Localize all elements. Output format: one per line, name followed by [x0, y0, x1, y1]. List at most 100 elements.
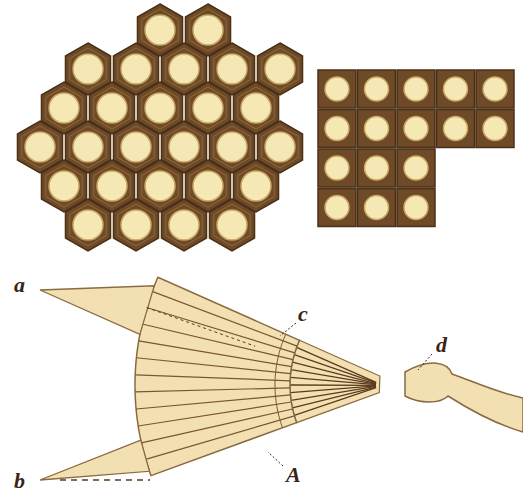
facet-lens: [193, 171, 223, 201]
light-cone: [40, 286, 154, 335]
square-facet: [318, 149, 356, 187]
part-letter: A: [286, 464, 301, 486]
part-letter: b: [14, 470, 25, 492]
layer-boundary: [275, 334, 286, 428]
hex-facet: [113, 199, 158, 251]
hex-facet-rim: [214, 126, 250, 168]
ray-line: [147, 308, 256, 347]
hex-facet-rim: [214, 204, 250, 246]
facet-lens: [444, 77, 468, 101]
nerve-fibre: [292, 362, 376, 383]
facet-lens: [265, 54, 295, 84]
facet-lens: [365, 156, 389, 180]
square-facet: [437, 110, 475, 148]
hex-facet: [65, 199, 110, 251]
nerve-fibre: [291, 386, 376, 400]
hex-facet-rim: [70, 126, 106, 168]
hexagonal-facets: [17, 4, 302, 251]
optic-nerve: [405, 363, 523, 432]
square-facet: [318, 189, 356, 227]
facet-lens: [25, 132, 55, 162]
crystalline-layer: [135, 277, 300, 475]
facet-lens: [217, 132, 247, 162]
facet-lens: [169, 54, 199, 84]
facet-lens: [49, 93, 79, 123]
facet-lens: [73, 210, 103, 240]
facet-lens: [404, 117, 428, 141]
facet-lens: [97, 171, 127, 201]
hex-facet-rim: [142, 165, 178, 207]
facet-lens: [145, 93, 175, 123]
part-letter: a: [14, 274, 25, 296]
nerve-fibre: [297, 347, 377, 382]
leader-line: [418, 354, 432, 370]
facet-lens: [49, 171, 79, 201]
part-letter: c: [298, 303, 308, 325]
square-facet: [397, 189, 435, 227]
hex-facet-rim: [94, 87, 130, 129]
facet-lens: [365, 196, 389, 220]
leader-line: [280, 323, 296, 336]
square-facet: [397, 110, 435, 148]
hex-facet-rim: [166, 126, 202, 168]
hex-facet-rim: [214, 48, 250, 90]
facet-lens: [73, 54, 103, 84]
square-facet: [437, 70, 475, 108]
hex-facet-rim: [262, 48, 298, 90]
ommatidium-wall: [135, 388, 290, 392]
facet-lens: [404, 77, 428, 101]
ommatidium-wall: [136, 395, 290, 409]
fibre-bundle: [290, 340, 380, 422]
facet-lens: [169, 132, 199, 162]
facet-lens: [365, 117, 389, 141]
facet-lens: [193, 15, 223, 45]
hex-facet-rim: [166, 204, 202, 246]
hex-facet-rim: [70, 48, 106, 90]
nerve-fibre: [290, 386, 376, 393]
square-facet: [318, 70, 356, 108]
square-facet: [358, 149, 396, 187]
facet-lens: [325, 156, 349, 180]
hex-facet-rim: [118, 204, 154, 246]
hex-facet: [161, 199, 206, 251]
part-letter: d: [436, 334, 447, 356]
square-facet: [476, 70, 514, 108]
ommatidium-wall: [138, 402, 291, 426]
facet-lens: [325, 196, 349, 220]
nerve-fibre: [290, 384, 376, 386]
hex-facet-rim: [46, 87, 82, 129]
facet-lens: [404, 156, 428, 180]
hex-facet-rim: [22, 126, 58, 168]
facet-lens: [193, 93, 223, 123]
facet-lens: [121, 132, 151, 162]
hex-facet-rim: [142, 9, 178, 51]
hex-facet-rim: [118, 126, 154, 168]
ommatidium-wall: [152, 291, 297, 346]
facet-lens: [325, 77, 349, 101]
facet-lens: [483, 77, 507, 101]
facet-lens: [97, 93, 127, 123]
facet-lens: [265, 132, 295, 162]
hex-facet-rim: [142, 87, 178, 129]
ommatidium-wall: [147, 308, 295, 353]
facet-lens: [217, 54, 247, 84]
hex-facet-rim: [238, 165, 274, 207]
facet-lens: [404, 196, 428, 220]
facet-lens: [73, 132, 103, 162]
facet-lens: [444, 117, 468, 141]
square-facet: [358, 189, 396, 227]
facet-lens: [169, 210, 199, 240]
facet-lens: [483, 117, 507, 141]
ommatidium-wall: [146, 416, 295, 460]
hex-facet-rim: [190, 9, 226, 51]
facet-lens: [241, 171, 271, 201]
hex-facet-rim: [238, 87, 274, 129]
hex-facet-rim: [190, 87, 226, 129]
square-facet: [358, 70, 396, 108]
ommatidium-wall: [136, 358, 290, 374]
square-facets: [318, 70, 514, 227]
facet-lens: [325, 117, 349, 141]
ray-line: [60, 479, 150, 481]
facet-lens: [145, 171, 175, 201]
